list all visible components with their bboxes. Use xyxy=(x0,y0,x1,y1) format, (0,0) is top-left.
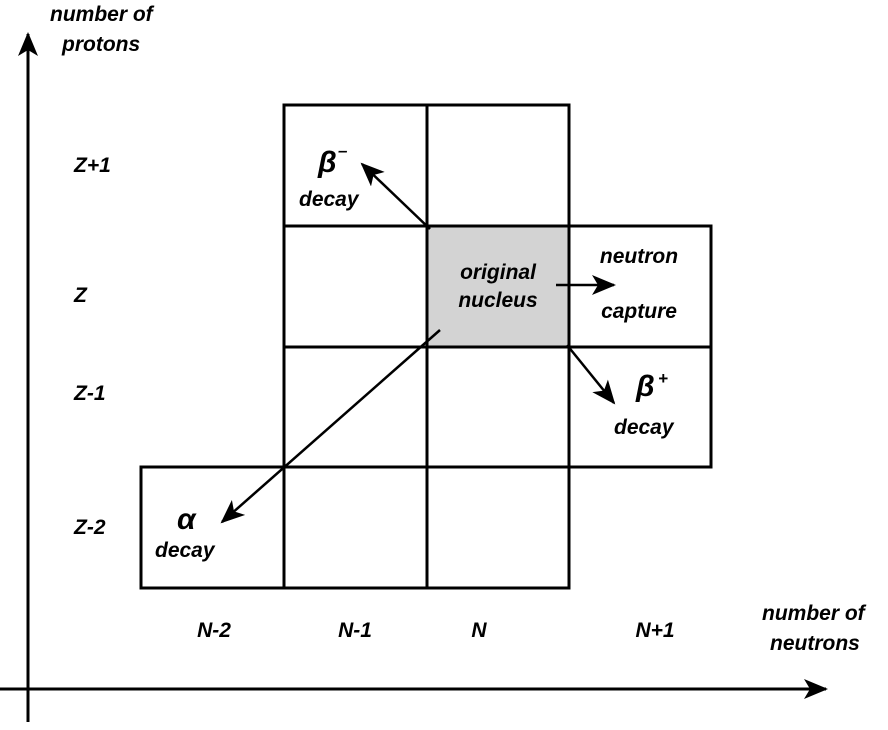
beta-plus-label: decay xyxy=(614,416,675,439)
neutron-capture-label-line2: capture xyxy=(601,300,677,323)
x-axis-label-line2: neutrons xyxy=(770,632,860,655)
column-label-n-plus-1: N+1 xyxy=(635,619,674,642)
column-label-n-minus-1: N-1 xyxy=(338,619,372,642)
alpha-symbol: α xyxy=(177,503,197,536)
row-label-z-minus-2: Z-2 xyxy=(73,516,106,539)
row-label-z: Z xyxy=(73,284,88,307)
cell-z-minus-1-n xyxy=(425,345,571,469)
y-axis-label-line1: number of xyxy=(50,3,155,26)
cell-z-minus-2-n-minus-1 xyxy=(282,465,429,590)
column-label-n: N xyxy=(471,619,487,642)
beta-plus-arrow xyxy=(566,344,616,405)
x-axis-label-line1: number of xyxy=(762,602,867,625)
beta-plus-symbol: β xyxy=(635,370,655,403)
original-nucleus-label-line2: nucleus xyxy=(458,289,537,312)
beta-minus-arrow xyxy=(360,162,431,230)
cell-z-minus-2-n xyxy=(425,465,571,590)
original-nucleus-label-line1: original xyxy=(460,261,537,284)
column-label-n-minus-2: N-2 xyxy=(197,619,231,642)
cell-z-plus-1-n xyxy=(425,103,571,228)
beta-minus-label: decay xyxy=(299,188,360,211)
neutron-capture-label-line1: neutron xyxy=(600,245,678,268)
row-label-z-plus-1: Z+1 xyxy=(73,154,111,177)
beta-minus-symbol: β xyxy=(317,146,337,179)
alpha-arrow xyxy=(220,329,441,524)
cell-z-n-minus-1 xyxy=(282,224,429,349)
beta-minus-charge: – xyxy=(338,141,348,160)
original-nucleus-cell xyxy=(425,224,571,349)
beta-plus-charge: + xyxy=(658,369,668,388)
cell-z-minus-1-n-plus-1 xyxy=(567,345,713,469)
alpha-label: decay xyxy=(155,539,216,562)
row-label-z-minus-1: Z-1 xyxy=(73,382,106,405)
y-axis-label-line2: protons xyxy=(61,33,140,56)
